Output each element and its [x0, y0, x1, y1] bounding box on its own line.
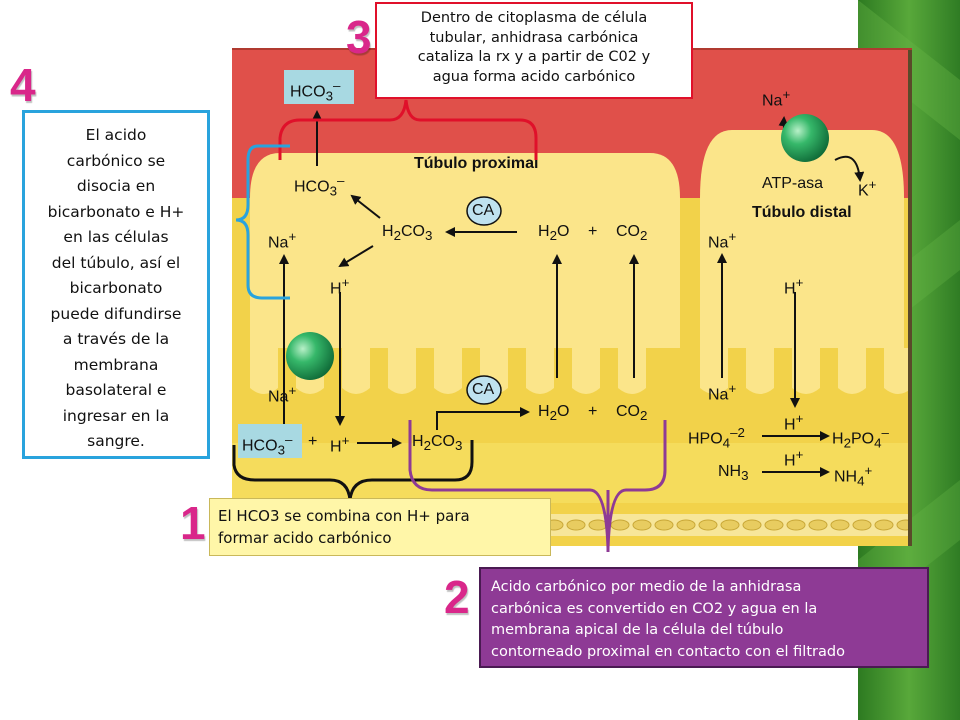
callout-1-line: El HCO3 se combina con H+ para [218, 507, 470, 525]
callout-4-line: carbónico se [66, 151, 166, 170]
h-lumen-label: H+ [330, 433, 350, 456]
plus-lumen: + [308, 433, 318, 450]
callout-2-line: contorneado proximal en contacto con el … [491, 643, 845, 660]
marker-4: 4 [10, 59, 36, 111]
h-distal-lumen-2: H+ [784, 447, 804, 470]
marker-3: 3 [346, 11, 372, 63]
co2-lumen-label: CO2 [616, 403, 648, 424]
proximal-pump-sphere [286, 332, 334, 380]
na-distal-lumen: Na+ [708, 381, 737, 404]
h-distal-cell: H+ [784, 275, 804, 298]
h2co3-cell-label: H2CO3 [382, 223, 433, 244]
k-distal: K+ [858, 177, 877, 200]
callout-4-line: sangre. [87, 432, 145, 450]
h-distal-lumen-1: H+ [784, 411, 804, 434]
plus-lumen-2: + [588, 403, 598, 420]
marker-1: 1 [180, 497, 206, 549]
callout-1: El HCO3 se combina con H+ para formar ac… [209, 498, 551, 556]
h2po4-label: H2PO4– [832, 425, 889, 451]
callout-2: Acido carbónico por medio de la anhidras… [479, 567, 929, 668]
callout-4-line: membrana [73, 355, 159, 374]
callout-4-line: bicarbonato e H+ [47, 202, 185, 221]
callout-4-line: basolateral e [65, 381, 167, 399]
callout-4-line: disocia en [76, 177, 156, 195]
distal-tubule-title: Túbulo distal [752, 204, 852, 221]
distal-pump-sphere [781, 114, 829, 162]
h-cell-label: H+ [330, 275, 350, 298]
atpase-label: ATP-asa [762, 175, 824, 192]
proximal-tubule-title: Túbulo proximal [414, 155, 539, 172]
hco3-lumen-box: HCO3– [238, 424, 302, 458]
callout-4-line: en las células [63, 228, 169, 246]
h2o-lumen-label: H2O [538, 403, 570, 424]
callout-1-line: formar acido carbónico [218, 529, 392, 547]
hpo4-label: HPO4–2 [688, 425, 745, 451]
callout-3: Dentro de citoplasma de célula tubular, … [375, 2, 693, 99]
callout-4-line: del túbulo, así el [51, 253, 181, 272]
ca-label-bottom: CA [472, 381, 495, 398]
hco3-blood-box: HCO3– [284, 70, 354, 104]
na-distal-top: Na+ [762, 87, 791, 110]
callout-3-line: tubular, anhidrasa carbónica [429, 29, 639, 46]
callout-2-line: Acido carbónico por medio de la anhidras… [491, 579, 802, 595]
marker-2: 2 [444, 571, 470, 623]
nh3-label: NH3 [718, 463, 749, 484]
callout-4-line: bicarbonato [69, 279, 163, 297]
callout-3-line: cataliza la rx y a partir de C02 y [417, 49, 651, 66]
na-cell-label: Na+ [268, 229, 297, 252]
na-lumen-label: Na+ [268, 383, 297, 406]
na-distal-cell: Na+ [708, 229, 737, 252]
plus-cell: + [588, 223, 598, 240]
hco3-cell-label: HCO3– [294, 173, 345, 199]
callout-4-line: a través de la [62, 330, 170, 348]
ca-label-top: CA [472, 202, 495, 219]
hco3-blood-label: HCO3– [290, 78, 341, 104]
callout-3-line: agua forma acido carbónico [432, 68, 636, 85]
callout-3-line: Dentro de citoplasma de célula [420, 10, 648, 26]
hco3-lumen-label: HCO3– [242, 432, 293, 458]
co2-cell-label: CO2 [616, 223, 648, 244]
h2co3-lumen-label: H2CO3 [412, 433, 463, 454]
callout-4-line: ingresar en la [62, 406, 170, 425]
callout-2-line: carbónica es convertido en CO2 y agua en… [491, 600, 818, 617]
h2o-cell-label: H2O [538, 223, 570, 244]
callout-4-line: puede difundirse [50, 304, 182, 323]
nh4-label: NH4+ [834, 463, 873, 489]
callout-2-line: membrana apical de la célula del túbulo [491, 622, 784, 638]
callout-4: El acido carbónico se disocia en bicarbo… [22, 110, 210, 459]
callout-4-line: El acido [85, 126, 147, 144]
